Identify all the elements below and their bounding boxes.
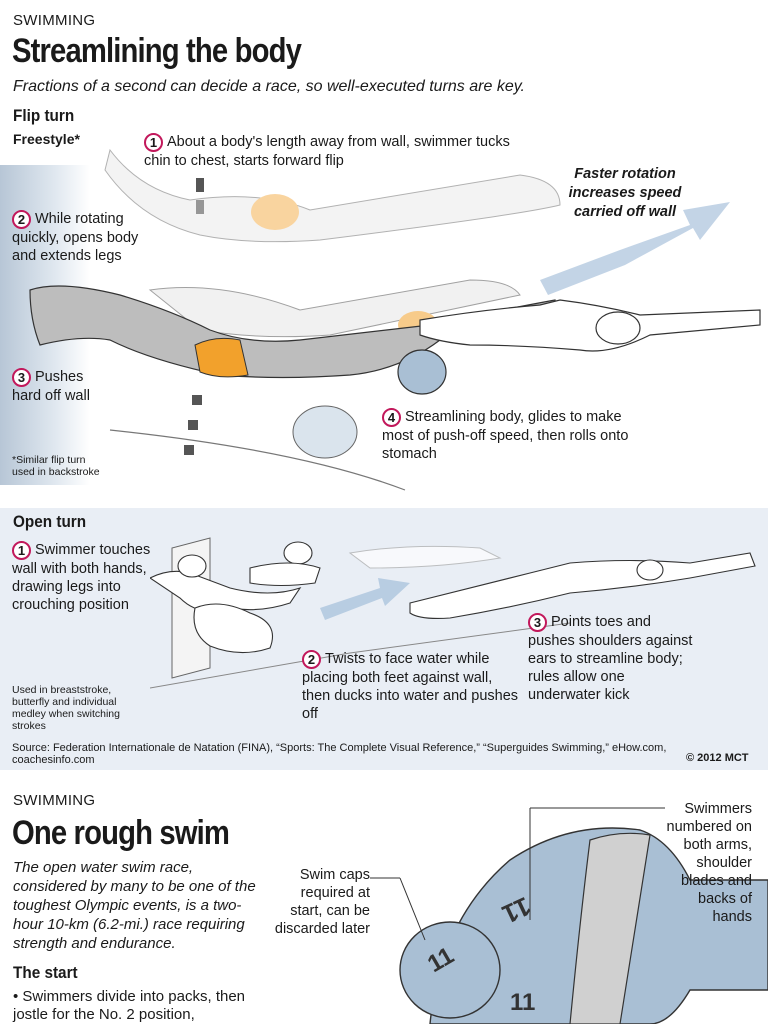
top-kicker: SWIMMING: [13, 12, 96, 29]
main-swimmer: [29, 285, 557, 395]
flip-step-4-text: Streamlining body, glides to make most o…: [382, 409, 629, 462]
step-number-badge: 3: [528, 613, 547, 632]
surface-swimmer: [419, 299, 761, 352]
bottom-deck: The open water swim race, considered by …: [13, 859, 256, 952]
open-step-3-text: Points toes and pushes shoulders against…: [528, 614, 693, 703]
ghost-swimmer-tuck: [104, 148, 561, 243]
ghost-cap: [292, 405, 358, 459]
bottom-kicker: SWIMMING: [13, 792, 96, 809]
top-deck: Fractions of a second can decide a race,…: [13, 78, 525, 95]
open-step-1-text: Swimmer touches wall with both hands, dr…: [12, 542, 151, 613]
open-turn-illustration: [150, 537, 756, 689]
open-turn-note: Used in breaststroke, butterfly and indi…: [12, 684, 120, 732]
credit-line: © 2012 MCT: [686, 752, 749, 764]
step-number-badge: 4: [382, 408, 401, 427]
open-turn-swimmer-2: [193, 541, 321, 654]
arm-number: 11: [510, 989, 535, 1016]
open-turn-swimmer-1: [150, 554, 302, 612]
open-turn-swimmer-3: [409, 552, 756, 619]
flip-turn-subtitle: Freestyle*: [13, 131, 80, 147]
flip-step-1-text: About a body's length away from wall, sw…: [144, 134, 510, 169]
pool-floor-line: [150, 622, 571, 689]
swim-caps-label: Swim caps required at start, can be disc…: [274, 867, 370, 937]
swimmer-arm: [569, 832, 651, 1024]
step-number-badge: 1: [12, 541, 31, 560]
speed-arrow: [540, 202, 730, 295]
bottom-headline: One rough swim: [12, 814, 230, 852]
open-step-2-text: Twists to face water while placing both …: [302, 651, 519, 722]
push-off-arrow: [320, 578, 410, 620]
step-number-badge: 2: [12, 210, 31, 229]
open-water-swimmer-illustration: 11 11 11: [370, 807, 768, 1024]
swimmers-numbered-label: Swimmers numbered on both arms, shoulder…: [666, 801, 752, 925]
flip-step-2-text: While rotating quickly, opens body and e…: [12, 211, 139, 264]
flip-turn-title: Flip turn: [13, 106, 75, 125]
caps-leader-line-2: [399, 877, 426, 941]
open-turn-ghost-swimmer: [348, 545, 502, 569]
step-number-badge: 3: [12, 368, 31, 387]
faster-rotation-callout: Faster rotation increases speed carried …: [568, 166, 682, 220]
source-line: Source: Federation Internationale de Nat…: [12, 742, 667, 766]
flip-step-3-text: Pushes hard off wall: [12, 369, 90, 404]
step-number-badge: 1: [144, 133, 163, 152]
water-line: [109, 429, 406, 491]
flip-turn-illustration: [29, 148, 761, 491]
step-number-badge: 2: [302, 650, 321, 669]
the-start-title: The start: [13, 963, 78, 982]
open-turn-title: Open turn: [13, 512, 87, 531]
swim-cap: [399, 921, 501, 1019]
top-headline: Streamlining the body: [12, 32, 302, 70]
the-start-bullet: • Swimmers divide into packs, then jostl…: [13, 988, 246, 1023]
wall-marker-stripes: [184, 178, 204, 455]
flip-turn-footnote: *Similar flip turn used in backstroke: [12, 454, 100, 478]
